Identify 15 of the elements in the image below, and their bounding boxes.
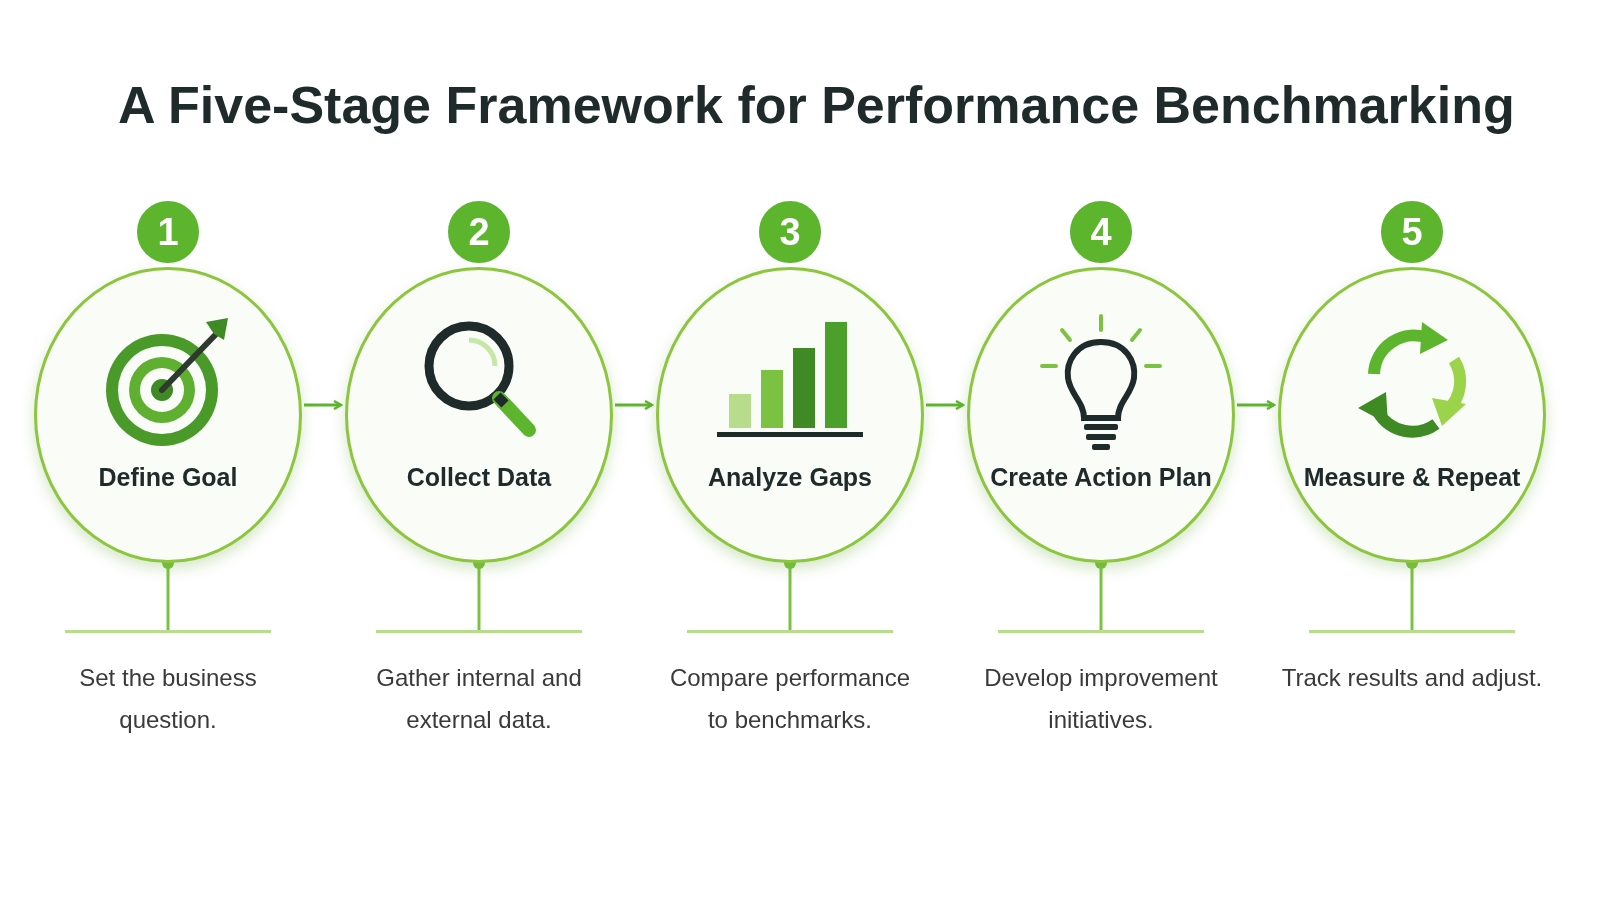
arrow [1237,399,1276,411]
stage-description: Track results and adjust. [1281,663,1543,693]
title: A Five-Stage Framework for Performance Benchmarking [118,75,1515,136]
stage-title: Create Action Plan [989,462,1213,493]
stage-title: Analyze Gaps [707,462,873,493]
stage-title: Measure & Repeat [1302,462,1522,493]
stage-title: Collect Data [405,462,553,493]
arrow [926,399,965,411]
stage-description: Develop improvement initiatives. [983,663,1219,735]
arrow [615,399,654,411]
arrow [304,399,343,411]
stage-description: Compare performance to benchmarks. [668,663,912,735]
stage-description: Gather internal and external data. [375,663,583,735]
stage-description: Set the business question. [78,663,258,735]
stage-title: Define Goal [97,462,239,493]
